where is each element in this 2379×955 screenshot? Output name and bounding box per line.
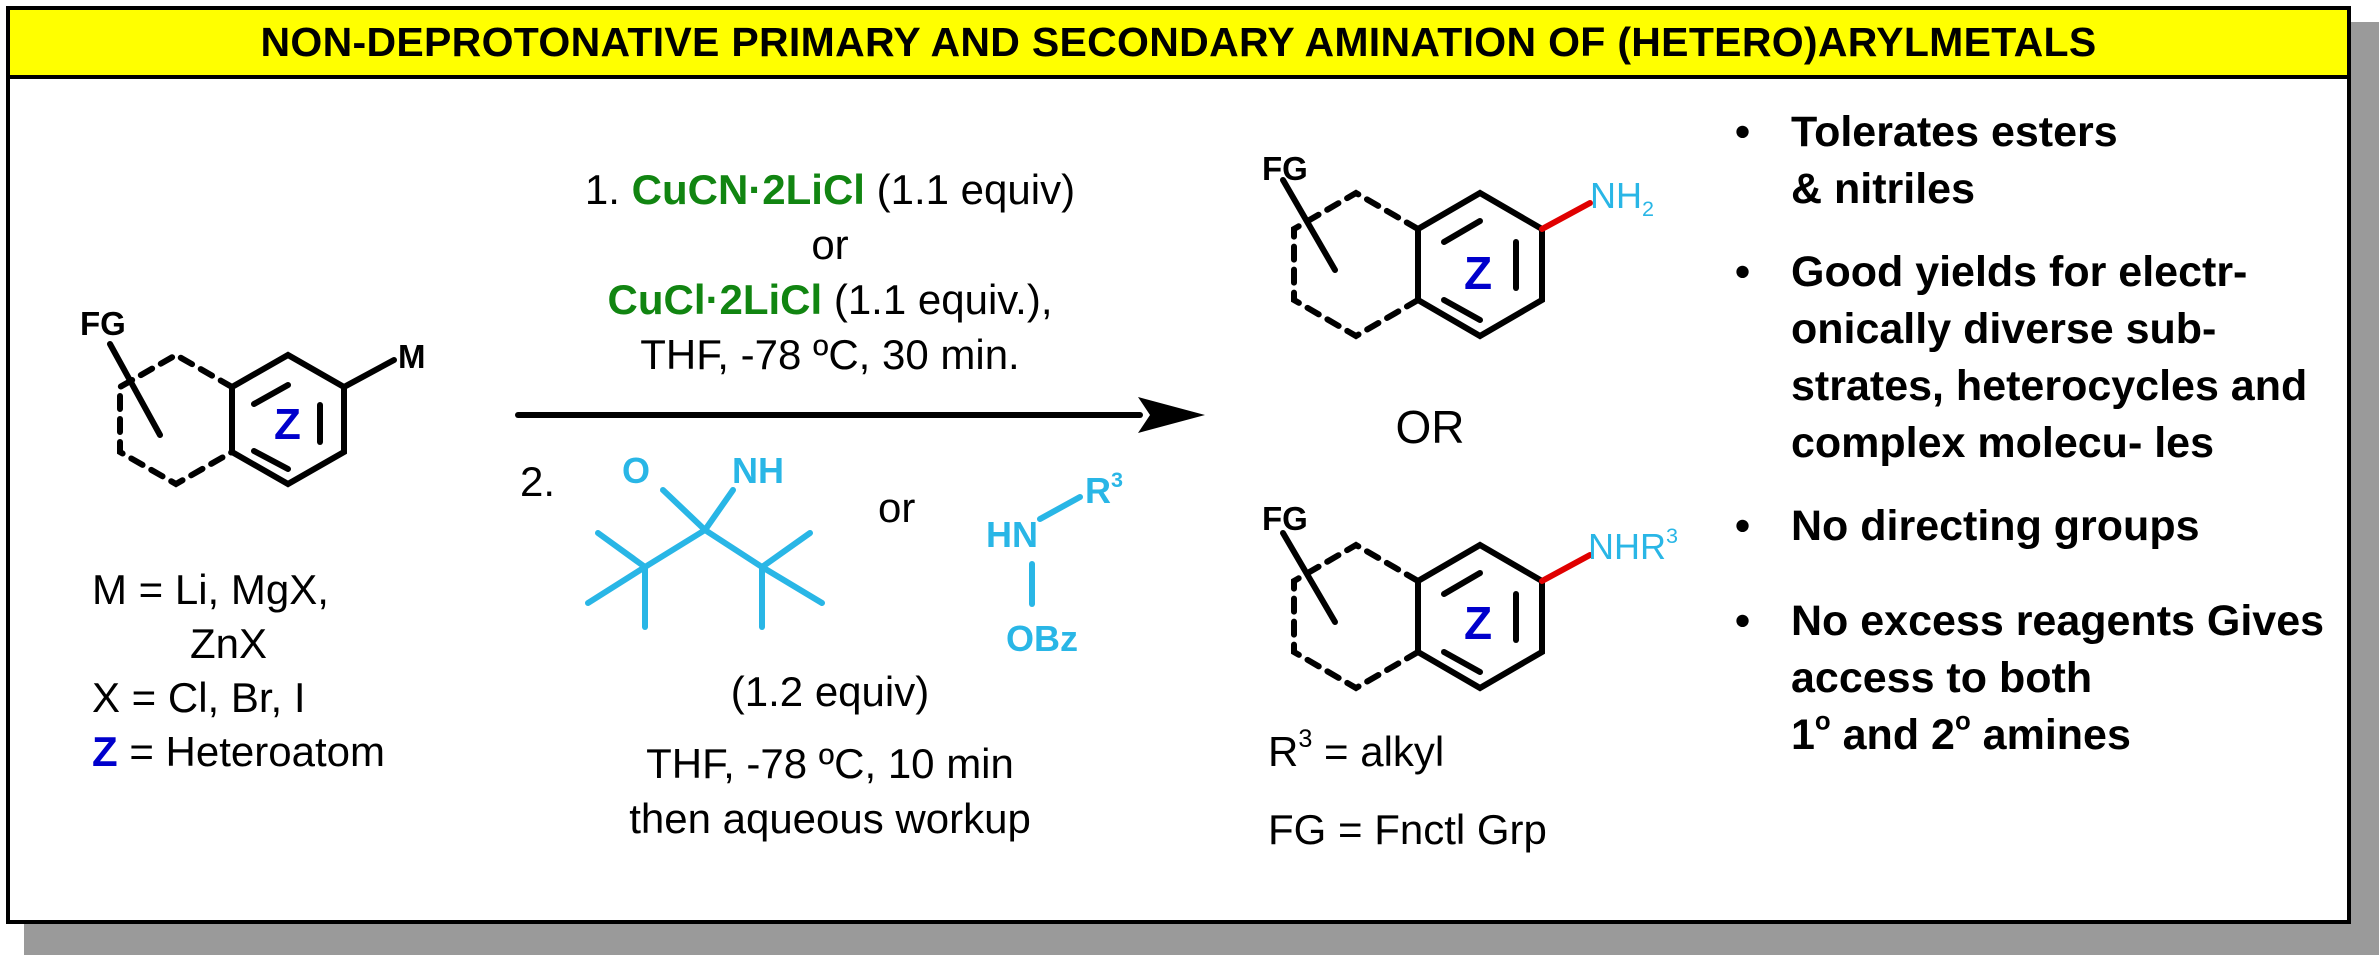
oxaziridine-o: O <box>622 450 651 491</box>
condition-step1-line3: THF, -78 ºC, 30 min. <box>640 331 1020 378</box>
hydroxylamine-structure <box>1029 494 1083 607</box>
condition-or-2: or <box>878 484 916 531</box>
bullet-dot: • <box>1735 597 1751 645</box>
oxaziridine-nh: NH <box>732 450 784 491</box>
bullet-dot: • <box>1735 502 1751 550</box>
bullet-dot: • <box>1735 248 1751 296</box>
nhr-text: NHR <box>1588 526 1666 567</box>
deg-2-sup: o <box>1954 707 1971 736</box>
condition-amount2: (1.2 equiv) <box>730 668 930 715</box>
nhr-sup: 3 <box>1666 522 1679 548</box>
product-bottom-fg: FG <box>1262 500 1308 537</box>
amine-r-sup: 3 <box>1111 466 1124 492</box>
amines-text: amines <box>1970 711 2131 759</box>
oxaziridine-structure <box>585 487 825 630</box>
reagent-cucn: CuCN·2LiCl <box>631 166 865 213</box>
legend-z-def: = Heteroatom <box>129 728 385 775</box>
start-fg-bond <box>107 341 163 438</box>
r3-r: R <box>1268 728 1299 775</box>
reagent-cucl-amount: (1.1 equiv.), <box>833 276 1053 323</box>
step2-number: 2. <box>520 458 556 505</box>
reagent-cucl: CuCl·2LiCl <box>607 276 823 323</box>
product-bottom-nhr3: NHR3 <box>1588 522 1679 568</box>
bullet-text: Good yields for electr- onically diverse… <box>1791 248 2308 467</box>
condition-or-1: or <box>811 221 849 268</box>
product-bottom-z: Z <box>1464 597 1493 649</box>
amine-r3: R3 <box>1085 466 1124 512</box>
legend-x-line: X = Cl, Br, I <box>92 674 306 721</box>
condition-step2-line2: THF, -78 ºC, 10 min <box>646 740 1014 787</box>
deg-1-sup: o <box>1814 707 1831 736</box>
bullet-text: No directing groups <box>1791 502 2200 550</box>
product-or: OR <box>1395 401 1465 453</box>
start-z-label: Z <box>274 400 301 449</box>
fg-definition: FG = Fnctl Grp <box>1268 806 1547 853</box>
nh2-text: NH <box>1590 175 1642 216</box>
feature-bullets: • Tolerates esters & nitriles • Good yield… <box>1735 104 2325 764</box>
r3-def: = alkyl <box>1312 728 1445 775</box>
product-top-nh2: NH2 <box>1590 175 1654 222</box>
product-top-z: Z <box>1464 247 1493 299</box>
condition-step2-line3: then aqueous workup <box>629 795 1031 842</box>
start-aryl-ring <box>229 351 397 488</box>
r3-definition: R3 = alkyl <box>1268 725 1445 776</box>
legend-m-line2: ZnX <box>190 620 268 667</box>
deg-1: 1 <box>1791 711 1815 759</box>
amine-obz: OBz <box>1006 618 1078 659</box>
scheme-frame: NON-DEPROTONATIVE PRIMARY AND SECONDARY … <box>6 6 2351 924</box>
legend-z-symbol: Z <box>92 728 118 775</box>
amine-hn: HN <box>986 514 1038 555</box>
legend-m-line1: M = Li, MgX, <box>92 566 329 613</box>
bullet-item: • No directing groups <box>1735 498 2331 555</box>
bullet-item: • Tolerates esters & nitriles <box>1735 104 2131 218</box>
bullet-text: Tolerates esters & nitriles <box>1791 108 2118 213</box>
deg-2: and 2 <box>1830 711 1955 759</box>
title-banner: NON-DEPROTONATIVE PRIMARY AND SECONDARY … <box>10 10 2347 79</box>
bullet-item: • Good yields for electr- onically divers… <box>1735 244 2331 472</box>
start-dashed-ring <box>117 351 235 488</box>
start-fg-label: FG <box>80 305 126 342</box>
step1-number: 1. <box>584 166 620 213</box>
reagent-cucn-amount: (1.1 equiv) <box>876 166 1076 213</box>
product-top-fg: FG <box>1262 150 1308 187</box>
condition-step1-line1: 1. CuCN·2LiCl (1.1 equiv) <box>520 166 1140 214</box>
nh2-sub: 2 <box>1642 196 1655 222</box>
bullet-text: No excess reagents Gives access to both <box>1791 597 2325 702</box>
amine-r: R <box>1085 470 1111 511</box>
start-m-label: M <box>398 338 426 375</box>
r3-sup: 3 <box>1298 725 1313 754</box>
bullet-item: • No excess reagents Gives access to both… <box>1735 593 2351 764</box>
amines-line: 1o and 2o amines <box>1791 707 2131 759</box>
legend-z-line: Z = Heteroatom <box>92 728 385 776</box>
bullet-dot: • <box>1735 108 1751 156</box>
condition-step1-line2: CuCl·2LiCl (1.1 equiv.), <box>520 276 1140 324</box>
